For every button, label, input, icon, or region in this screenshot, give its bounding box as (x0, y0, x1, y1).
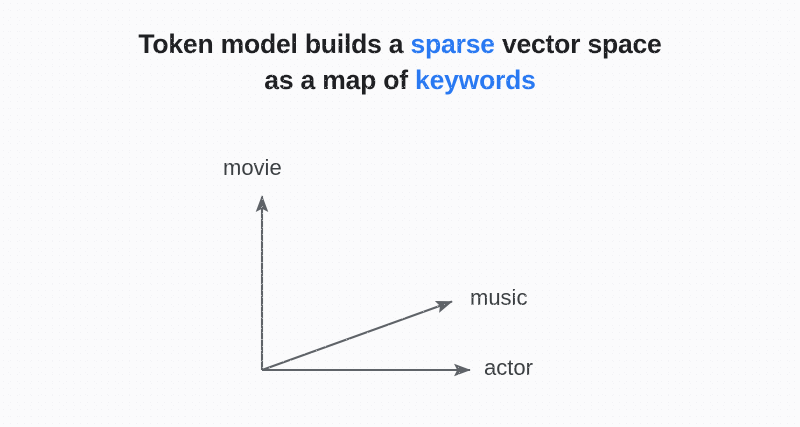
axis-label-movie: movie (223, 155, 282, 180)
axis-label-actor: actor (484, 355, 533, 380)
music-axis-line (261, 300, 453, 371)
axis-label-music: music (470, 285, 528, 310)
